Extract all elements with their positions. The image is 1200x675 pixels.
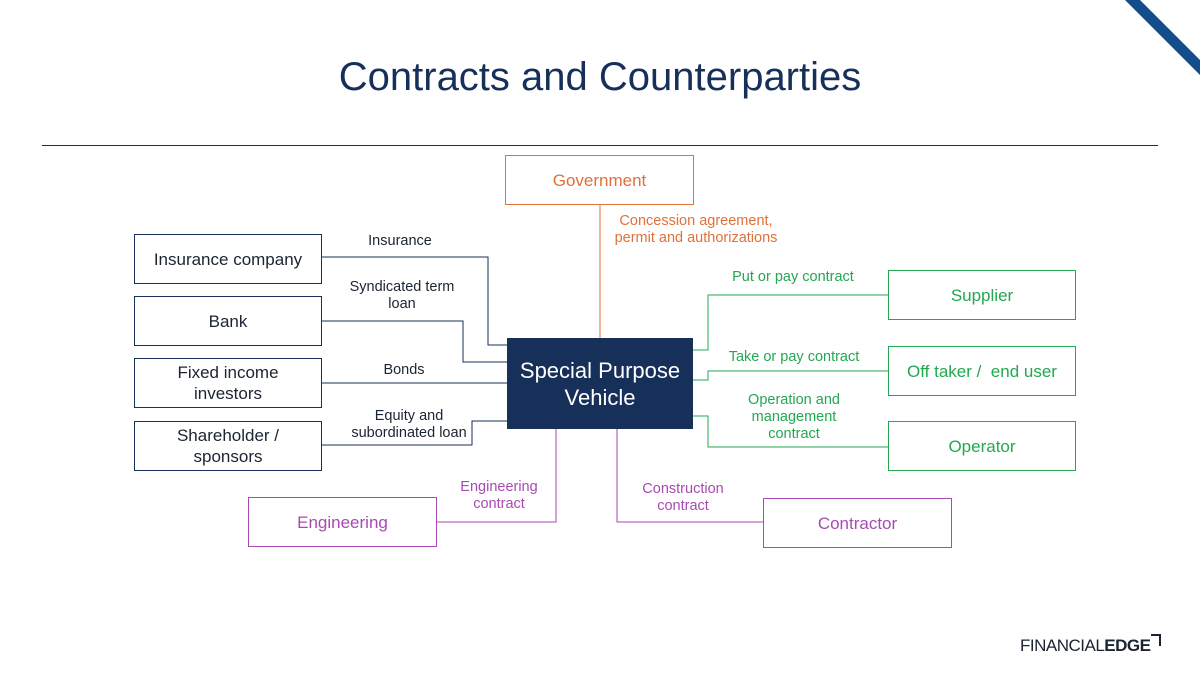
bank-connector-label: Syndicated term loan <box>337 279 467 313</box>
government-box: Government <box>505 155 694 205</box>
logo-corner-icon <box>1151 634 1161 646</box>
insurance-company-box: Insurance company <box>134 234 322 284</box>
corner-accent-inner <box>1140 0 1200 60</box>
bonds-label-line1: Bonds <box>383 362 425 378</box>
bank-box: Bank <box>134 296 322 346</box>
fixed-income-label-line2: investors <box>193 384 262 403</box>
connector-bank <box>322 320 507 363</box>
engineering-connector-label: Engineering contract <box>444 479 554 513</box>
connector-insurance <box>322 256 507 346</box>
shareholder-label-line2: sponsors <box>193 447 263 466</box>
operator-label-line3: contract <box>768 426 820 442</box>
government-label-line1: Concession agreement, <box>619 213 773 229</box>
insurance-company-label: Insurance company <box>153 249 303 269</box>
supplier-label-line1: Put or pay contract <box>732 269 854 285</box>
operator-label-line1: Operation and <box>748 392 840 408</box>
shareholder-sponsors-box: Shareholder / sponsors <box>134 421 322 471</box>
equity-connector-label: Equity and subordinated loan <box>336 408 482 442</box>
construction-label-line1: Construction <box>642 481 724 497</box>
connector-operator <box>693 415 888 448</box>
connector-equity <box>322 420 507 446</box>
connector-contractor <box>616 429 764 523</box>
contractor-label: Contractor <box>817 513 898 533</box>
engineering-label-line1: Engineering <box>460 479 538 495</box>
bank-label-line2: loan <box>388 296 416 312</box>
operator-label: Operator <box>948 436 1016 456</box>
connector-offtaker <box>693 370 888 381</box>
operator-box: Operator <box>888 421 1076 471</box>
government-label-line2: permit and authorizations <box>614 230 778 246</box>
construction-label-line2: contract <box>657 498 709 514</box>
engineering-label: Engineering <box>297 512 388 532</box>
bonds-connector-label: Bonds <box>354 362 454 379</box>
fixed-income-investors-box: Fixed income investors <box>134 358 322 408</box>
insurance-label-line1: Insurance <box>368 233 432 249</box>
connector-supplier <box>693 294 888 351</box>
shareholder-label-line1: Shareholder / <box>176 426 280 445</box>
equity-label-line1: Equity and <box>374 408 444 424</box>
spv-label-line2: Vehicle <box>564 384 636 410</box>
page-title: Contracts and Counterparties <box>338 55 862 99</box>
supplier-connector-label: Put or pay contract <box>718 269 868 286</box>
operator-label-line2: management <box>751 409 837 425</box>
operator-connector-label: Operation and management contract <box>729 392 859 443</box>
off-taker-label-line1: Take or pay contract <box>728 349 860 365</box>
off-taker-label: Off taker / end user <box>907 361 1057 381</box>
government-connector-label: Concession agreement, permit and authori… <box>598 213 794 247</box>
off-taker-box: Off taker / end user <box>888 346 1076 396</box>
spv-box: Special Purpose Vehicle <box>507 338 693 429</box>
engineering-box: Engineering <box>248 497 437 547</box>
fixed-income-label-line1: Fixed income <box>177 363 279 382</box>
spv-label-line1: Special Purpose <box>519 357 681 383</box>
construction-connector-label: Construction contract <box>628 481 738 515</box>
connector-engineering <box>436 429 557 523</box>
supplier-label: Supplier <box>950 285 1014 305</box>
government-box-label: Government <box>552 170 647 190</box>
logo-part2: EDGE <box>1104 636 1151 655</box>
bank-label-line1: Syndicated term <box>349 279 455 295</box>
logo-part1: FINANCIAL <box>1020 636 1105 655</box>
engineering-label-line2: contract <box>473 496 525 512</box>
title-divider <box>42 145 1158 146</box>
equity-label-line2: subordinated loan <box>351 425 467 441</box>
off-taker-connector-label: Take or pay contract <box>716 349 872 366</box>
supplier-box: Supplier <box>888 270 1076 320</box>
financial-edge-logo: FINANCIALEDGE <box>1020 636 1151 656</box>
bank-label: Bank <box>208 311 248 331</box>
contractor-box: Contractor <box>763 498 952 548</box>
insurance-connector-label: Insurance <box>340 233 460 250</box>
